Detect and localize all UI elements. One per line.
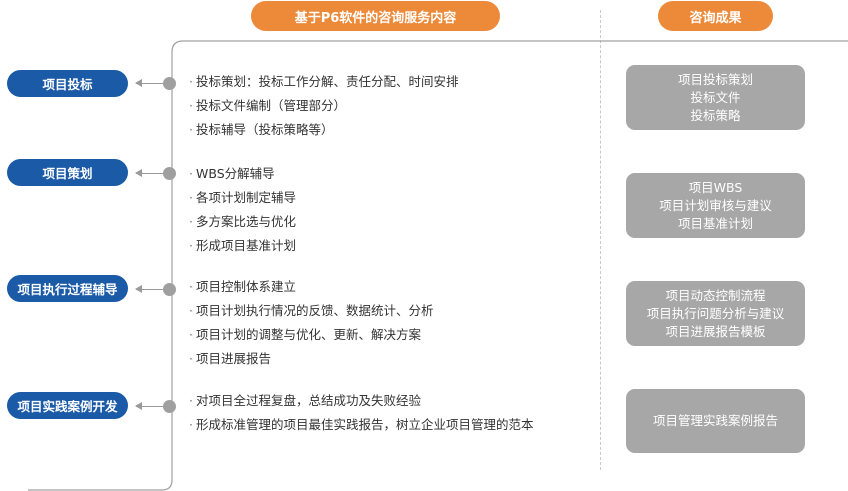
result-line: 项目动态控制流程	[665, 287, 766, 303]
connector-node	[163, 77, 176, 90]
category-planning: 项目策划	[7, 159, 128, 186]
result-box-bidding: 项目投标策划 投标文件 投标策略	[626, 65, 805, 130]
list-item: ·项目进展报告	[189, 351, 271, 366]
connector-line	[136, 406, 170, 407]
result-box-execution: 项目动态控制流程 项目执行问题分析与建议 项目进展报告模板	[626, 281, 805, 346]
list-item: ·项目计划执行情况的反馈、数据统计、分析	[189, 303, 434, 318]
result-line: 项目投标策划	[677, 71, 753, 87]
result-line: 投标策略	[690, 107, 741, 123]
list-item: ·项目计划的调整与优化、更新、解决方案	[189, 327, 421, 342]
connector-line	[136, 83, 170, 84]
column-divider	[600, 10, 601, 470]
list-item: ·WBS分解辅导	[189, 166, 275, 181]
item-list-case: ·对项目全过程复盘，总结成功及失败经验 ·形成标准管理的项目最佳实践报告，树立企…	[189, 389, 534, 437]
result-line: 项目管理实践案例报告	[652, 413, 778, 428]
list-item: ·形成项目基准计划	[189, 238, 296, 253]
list-item: ·各项计划制定辅导	[189, 190, 296, 205]
connector-line	[136, 173, 170, 174]
result-line: 项目执行问题分析与建议	[646, 305, 785, 321]
category-case-development: 项目实践案例开发	[7, 392, 128, 419]
list-item: ·形成标准管理的项目最佳实践报告，树立企业项目管理的范本	[189, 417, 534, 432]
result-line: 项目基准计划	[677, 215, 753, 231]
result-line: 项目WBS	[688, 179, 743, 195]
category-execution-coaching: 项目执行过程辅导	[7, 275, 128, 302]
item-list-execution: ·项目控制体系建立 ·项目计划执行情况的反馈、数据统计、分析 ·项目计划的调整与…	[189, 275, 434, 371]
connector-node	[163, 167, 176, 180]
connector-node	[163, 400, 176, 413]
list-item: ·项目控制体系建立	[189, 279, 296, 294]
list-item: ·对项目全过程复盘，总结成功及失败经验	[189, 393, 421, 408]
list-item: ·投标策划：投标工作分解、责任分配、时间安排	[189, 74, 459, 89]
result-line: 项目进展报告模板	[665, 323, 766, 339]
list-item: ·投标辅导（投标策略等）	[189, 122, 334, 137]
result-line: 投标文件	[690, 89, 741, 105]
category-bidding: 项目投标	[7, 70, 128, 97]
connector-node	[163, 283, 176, 296]
result-box-planning: 项目WBS 项目计划审核与建议 项目基准计划	[626, 173, 805, 238]
result-line: 项目计划审核与建议	[659, 197, 772, 213]
list-item: ·投标文件编制（管理部分）	[189, 98, 346, 113]
item-list-planning: ·WBS分解辅导 ·各项计划制定辅导 ·多方案比选与优化 ·形成项目基准计划	[189, 162, 296, 258]
item-list-bidding: ·投标策划：投标工作分解、责任分配、时间安排 ·投标文件编制（管理部分） ·投标…	[189, 70, 459, 142]
result-box-case: 项目管理实践案例报告	[626, 389, 805, 453]
connector-line	[136, 289, 170, 290]
list-item: ·多方案比选与优化	[189, 214, 296, 229]
header-consulting-content: 基于P6软件的咨询服务内容	[251, 1, 500, 31]
header-consulting-results: 咨询成果	[658, 1, 773, 31]
